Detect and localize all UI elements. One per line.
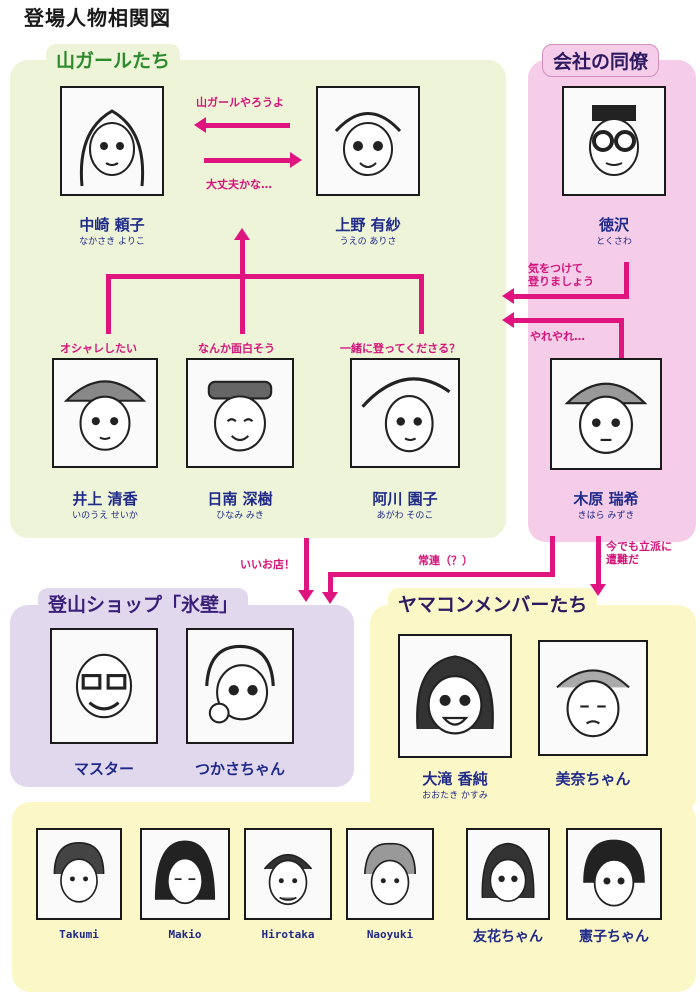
arrowhead-up [234, 228, 250, 240]
reading-sayaka: いのうえ せいか [72, 511, 138, 521]
arrow-mizuki-left [514, 318, 624, 323]
name-makio: Makio [168, 928, 202, 941]
line-tokusawa-1: 気をつけて [528, 262, 583, 275]
group-heading-shop: 登山ショップ「氷壁」 [38, 588, 249, 619]
arrow-mizuki-up [619, 318, 624, 358]
line-arisa-to-yoriko: 大丈夫かな… [206, 178, 272, 191]
bracket-right [419, 274, 424, 334]
line-miki: なんか面白そう [198, 342, 275, 355]
name-tokusawa: 徳沢 [598, 216, 629, 234]
arrow-mizuki-shop-down [550, 536, 555, 576]
bracket-left [106, 274, 111, 334]
reading-yoriko: なかさき よりこ [79, 237, 145, 247]
line-sayaka: オシャレしたい [60, 342, 137, 355]
name-keiko: 憲子ちゃん [579, 929, 649, 945]
arrow-yoriko-to-arisa [204, 158, 290, 163]
portrait-kasumi [398, 634, 512, 758]
arrow-tokusawa-left [514, 294, 629, 299]
name-mizuki: 木原 瑞希 [573, 490, 639, 508]
arrow-mizuki-yamacon [596, 536, 601, 584]
name-yuka: 友花ちゃん [473, 929, 543, 945]
portrait-takumi [36, 828, 122, 920]
arrow-group-to-shop [304, 538, 309, 590]
line-good-shop: いいお店！ [240, 558, 295, 571]
portrait-arisa [316, 86, 420, 196]
portrait-tsukasa [186, 628, 294, 744]
portrait-sayaka [52, 358, 158, 468]
line-tokusawa: 気をつけて 登りましょう [528, 262, 594, 288]
name-master: マスター [73, 760, 134, 778]
line-mizuki-sigh: やれやれ… [530, 330, 585, 343]
arrowhead-left [502, 288, 514, 304]
arrow-arisa-to-yoriko [206, 123, 290, 128]
arrow-mizuki-shop-drop [328, 572, 333, 592]
reading-arisa: うえの ありさ [339, 237, 397, 247]
line-yoriko-to-arisa: 山ガールやろうよ [196, 96, 284, 109]
name-takumi: Takumi [59, 928, 99, 941]
bracket-center [240, 240, 245, 334]
arrowhead-left [502, 312, 514, 328]
name-naoyuki: Naoyuki [366, 928, 414, 941]
line-still-lost: 今でも立派に 遭難だ [606, 540, 672, 566]
name-arisa: 上野 有紗 [335, 216, 401, 234]
group-heading-yama-girls: 山ガールたち [46, 44, 181, 75]
portrait-keiko [566, 828, 662, 920]
portrait-yuka [466, 828, 550, 920]
line-tokusawa-2: 登りましょう [528, 275, 594, 288]
arrow-tokusawa-down [624, 262, 629, 298]
portrait-tokusawa [562, 86, 666, 196]
name-sonoko: 阿川 園子 [372, 490, 438, 508]
name-yoriko: 中崎 頼子 [79, 216, 145, 234]
reading-tokusawa: とくさわ [596, 237, 632, 247]
arrowhead-left [194, 117, 206, 133]
portrait-yoriko [60, 86, 164, 196]
reading-kasumi: おおたき かすみ [422, 791, 488, 801]
portrait-hirotaka [244, 828, 332, 920]
reading-miki: ひなみ みき [216, 511, 264, 521]
portrait-sonoko [350, 358, 460, 468]
name-hirotaka: Hirotaka [261, 928, 315, 941]
name-mina: 美奈ちゃん [555, 770, 631, 788]
line-regular: 常連（？） [418, 554, 473, 567]
arrowhead-down [590, 584, 606, 596]
name-miki: 日南 深樹 [207, 490, 273, 508]
portrait-naoyuki [346, 828, 434, 920]
line-still-lost-2: 遭難だ [606, 553, 639, 566]
arrowhead-down [322, 592, 338, 604]
portrait-miki [186, 358, 294, 468]
reading-mizuki: きはら みずき [577, 511, 635, 521]
arrowhead-down [298, 590, 314, 602]
name-tsukasa: つかさちゃん [194, 760, 285, 778]
page-title: 登場人物相関図 [24, 6, 171, 30]
portrait-mizuki [550, 358, 662, 470]
portrait-mina [538, 640, 648, 756]
portrait-master [50, 628, 158, 744]
group-heading-yamacon: ヤマコンメンバーたち [388, 588, 598, 619]
line-still-lost-1: 今でも立派に [606, 540, 672, 553]
reading-sonoko: あがわ そのこ [376, 511, 434, 521]
portrait-makio [140, 828, 230, 920]
arrowhead-right [290, 152, 302, 168]
group-heading-company: 会社の同僚 [542, 44, 660, 77]
line-sonoko: 一緒に登ってくださる？ [340, 342, 461, 355]
bracket-top [106, 274, 424, 279]
arrow-mizuki-shop-left [328, 572, 555, 577]
name-sayaka: 井上 清香 [72, 490, 138, 508]
name-kasumi: 大滝 香純 [422, 770, 488, 788]
